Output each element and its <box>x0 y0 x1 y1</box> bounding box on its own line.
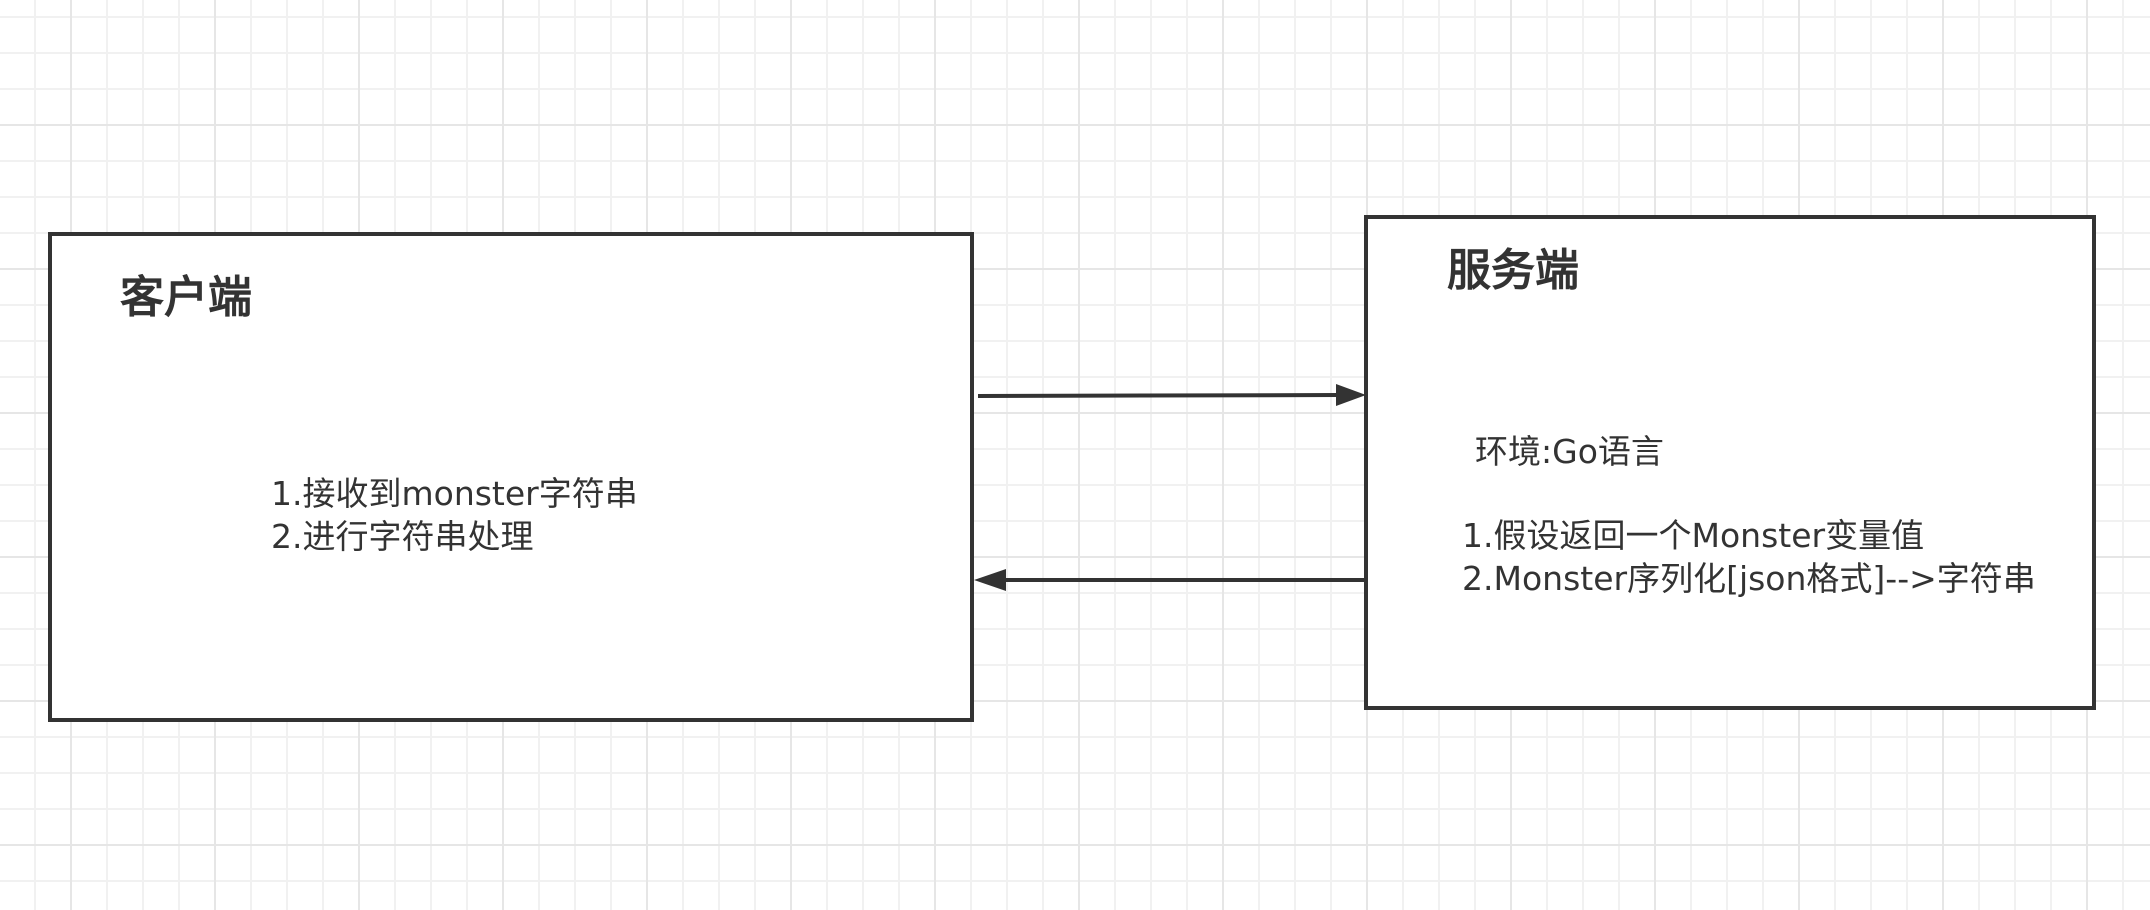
arrow-line <box>977 393 1341 398</box>
client-title: 客户端 <box>120 272 252 323</box>
server-box[interactable] <box>1364 215 2096 710</box>
client-box[interactable] <box>48 232 974 722</box>
arrow-client-to-server[interactable] <box>977 384 1366 406</box>
client-line-1: 1.接收到monster字符串 <box>271 474 638 513</box>
arrow-server-to-client[interactable] <box>974 569 1364 591</box>
server-line-2: 2.Monster序列化[json格式]-->字符串 <box>1462 559 2036 598</box>
arrowhead-icon <box>974 569 1006 591</box>
server-body: 1.假设返回一个Monster变量值 2.Monster序列化[json格式]-… <box>1462 514 2036 600</box>
arrowhead-icon <box>1336 384 1366 406</box>
server-env: 环境:Go语言 <box>1475 432 1664 471</box>
client-body: 1.接收到monster字符串 2.进行字符串处理 <box>271 472 638 558</box>
server-line-1: 1.假设返回一个Monster变量值 <box>1462 516 1925 555</box>
client-line-2: 2.进行字符串处理 <box>271 517 534 556</box>
server-title: 服务端 <box>1447 245 1579 296</box>
